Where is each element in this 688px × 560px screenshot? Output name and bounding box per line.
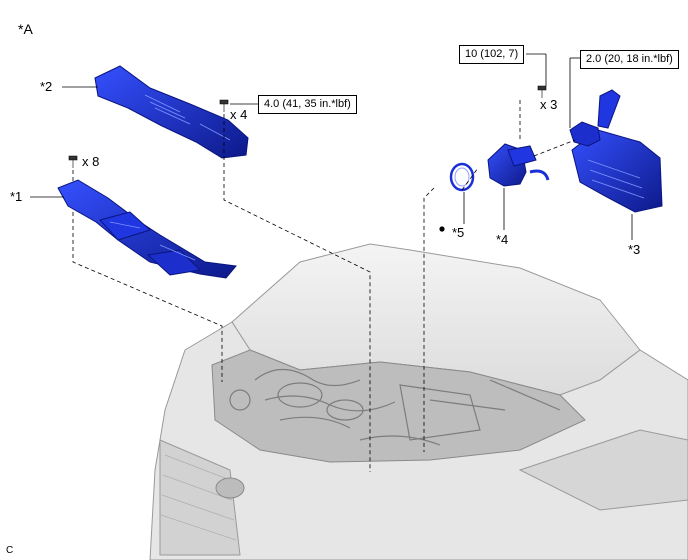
part-3-air-cleaner	[569, 89, 663, 213]
torque-callout-cover2: 4.0 (41, 35 in.*lbf)	[258, 95, 357, 114]
bolt-icon	[219, 99, 229, 112]
figure-label: *A	[18, 21, 33, 37]
assembly-path-lines	[72, 100, 576, 472]
part-1-cowl-cover	[57, 179, 237, 279]
qty-bolts-cleaner: x 3	[540, 97, 558, 112]
non-reusable-part-marker	[439, 226, 445, 232]
qty-bolts-cover1: x 8	[82, 154, 100, 169]
bolt-icon-group	[68, 85, 547, 168]
corner-code: C	[6, 545, 14, 556]
part-label-5: *5	[452, 225, 465, 240]
part-label-4: *4	[496, 232, 509, 247]
bolt-icon	[68, 155, 78, 168]
part-2-cowl-cover	[94, 65, 249, 159]
part-4-intake-hose	[487, 143, 550, 187]
torque-callout-clamp: 2.0 (20, 18 in.*lbf)	[580, 50, 679, 69]
vehicle-front-illustration	[149, 243, 688, 560]
part-label-1: *1	[10, 189, 23, 204]
bolt-icon	[537, 85, 547, 98]
part-label-2: *2	[40, 79, 53, 94]
part-label-3: *3	[628, 242, 641, 257]
torque-callout-bolt: 10 (102, 7)	[459, 45, 525, 64]
part-5-gasket	[449, 162, 475, 192]
callout-lines	[30, 53, 633, 240]
qty-bolts-cover2: x 4	[230, 107, 248, 122]
